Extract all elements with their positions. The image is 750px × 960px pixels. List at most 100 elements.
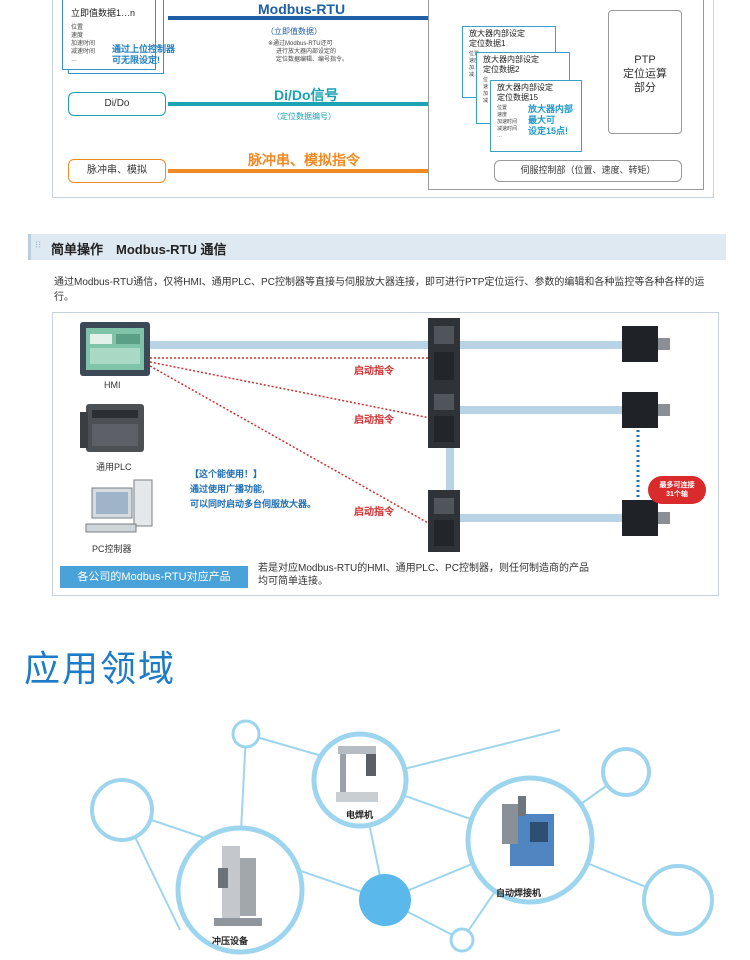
- card-title-line: 定位数据2: [483, 65, 520, 74]
- card-title-line: 放大器内部设定: [469, 29, 525, 38]
- document-field: 速度: [71, 33, 84, 39]
- servo-amplifier-2: [428, 386, 460, 448]
- document-field: 加速时间: [71, 41, 96, 47]
- section-header-bar: ⁝⁝ 简单操作 Modbus-RTU 通信: [28, 234, 726, 260]
- modbus-sub-label: （立即值数据）: [266, 27, 322, 36]
- servo-amplifier-3: [428, 490, 460, 552]
- note-line: 可以同时启动多台伺服放大器。: [190, 499, 317, 509]
- command-line-3: [149, 365, 431, 525]
- applications-network-graphic: [90, 719, 714, 955]
- card-title: 放大器内部设定 定位数据2: [483, 55, 539, 75]
- press-equipment-node: [175, 825, 305, 955]
- start-command-label-2: 启动指令: [354, 415, 394, 426]
- modbus-footnote: ※通过Modbus-RTU还可 进行放大器内部设定的 定位数据编辑、编号指令。: [268, 40, 348, 64]
- card-title-line: 放大器内部设定: [497, 83, 553, 92]
- section-title: 简单操作 Modbus-RTU 通信: [51, 242, 227, 257]
- card-title-line: 定位数据1: [469, 39, 506, 48]
- plc-icon: [80, 404, 144, 452]
- press-equipment-label: 冲压设备: [212, 936, 249, 946]
- ptp-positioning-unit: PTP 定位运算 部分: [608, 10, 682, 134]
- network-node-small: [231, 719, 261, 749]
- document-fields: 位置 速度 加速时间 减速时间 …: [71, 24, 95, 64]
- hmi-icon: [80, 322, 150, 376]
- note-line: 通过上位控制器: [112, 44, 176, 54]
- card-field: 加: [483, 91, 489, 97]
- start-command-label-3: 启动指令: [354, 507, 394, 518]
- positioning-data-card-15: 放大器内部设定 定位数据15 位置 速度 加速时间 减速时间 …: [490, 80, 582, 152]
- footnote-line: ※通过Modbus-RTU还可: [268, 41, 333, 47]
- section-dots-icon: ⁝⁝: [35, 240, 42, 251]
- compatible-products-text: 若是对应Modbus-RTU的HMI、通用PLC、PC控制器，则任何制造商的产品…: [258, 562, 589, 588]
- ptp-line: 定位运算: [623, 68, 667, 80]
- card-field: 速度: [497, 112, 508, 118]
- ptp-line: PTP: [634, 54, 656, 66]
- ptp-line: 部分: [634, 82, 656, 94]
- card-field: 减…: [469, 72, 480, 78]
- plc-label: 通用PLC: [96, 462, 132, 472]
- note-line: 放大器内部: [528, 104, 574, 114]
- servo-motor-1: [622, 326, 670, 362]
- bus-line-1: [150, 341, 670, 349]
- auto-welder-label: 自动焊接机: [496, 888, 542, 898]
- card-fields: 位置 速度 加速时间 减速时间 …: [497, 105, 517, 140]
- modbus-network-panel: [52, 312, 719, 596]
- note-line: 【这个能使用！】: [190, 469, 263, 479]
- applications-heading: 应用领域: [24, 649, 177, 690]
- start-command-label-1: 启动指令: [354, 366, 394, 377]
- card-field: …: [497, 133, 502, 139]
- pc-controller-label: PC控制器: [92, 544, 132, 554]
- immediate-data-document: 立即值数据1…n 位置 速度 加速时间 减速时间 … 通过上位控制器 可无限设定…: [62, 0, 175, 76]
- card-title: 放大器内部设定 定位数据15: [497, 83, 553, 103]
- note-line: 通过使用广播功能,: [190, 484, 265, 494]
- dido-signal-label: Di/Do信号: [274, 87, 339, 103]
- note-line: 最大可: [528, 115, 556, 125]
- card-field: 位: [483, 77, 489, 83]
- max-15-points-note: 放大器内部 最大可 设定15点!: [528, 104, 573, 137]
- section-description: 通过Modbus-RTU通信，仅将HMI、通用PLC、PC控制器等直接与伺服放大…: [54, 277, 705, 303]
- command-line-2: [149, 361, 431, 419]
- card-field: 加…: [469, 65, 480, 71]
- bus-line-2: [450, 406, 670, 414]
- document-sheet-front: 立即值数据1…n 位置 速度 加速时间 减速时间 …: [62, 0, 156, 70]
- document-title: 立即值数据1…n: [71, 8, 136, 18]
- modbus-network-diagram: [80, 318, 670, 552]
- pulse-signal-label: 脉冲串、模拟指令: [248, 152, 360, 168]
- network-node-empty: [642, 864, 714, 936]
- document-field: …: [71, 57, 77, 63]
- auto-welder-node: [465, 775, 595, 905]
- card-title-line: 定位数据15: [497, 93, 538, 102]
- welder-label: 电焊机: [346, 810, 374, 820]
- dido-source-pill: Di/Do: [68, 92, 166, 116]
- card-field: 速: [483, 84, 489, 90]
- compatible-products-tag: 各公司的Modbus-RTU对应产品: [60, 566, 248, 588]
- network-node-small: [449, 927, 475, 953]
- badge-line: 最多可连接: [659, 482, 695, 489]
- footnote-line: 定位数据编辑、编号指令。: [276, 57, 349, 63]
- network-node-filled: [359, 874, 411, 926]
- text-line: 均可简单连接。: [258, 576, 328, 587]
- servo-control-unit: 伺服控制部（位置、速度、转矩）: [494, 160, 682, 182]
- card-field: 减: [483, 98, 489, 104]
- servo-motor-2: [622, 392, 670, 428]
- servo-motor-3: [622, 500, 670, 536]
- network-node-empty: [601, 747, 651, 797]
- card-field: 位置: [469, 51, 480, 57]
- footnote-line: 进行放大器内部设定的: [276, 49, 337, 55]
- bus-trunk: [446, 350, 454, 550]
- dido-sub-label: （定位数据编号）: [272, 112, 336, 121]
- card-title: 放大器内部设定 定位数据1: [469, 29, 525, 49]
- broadcast-function-note: 【这个能使用！】 通过使用广播功能, 可以同时启动多台伺服放大器。: [190, 467, 316, 512]
- badge-line: 31个轴: [666, 491, 688, 498]
- max-axes-badge: 最多可连接 31个轴: [648, 476, 706, 504]
- card-title-line: 放大器内部设定: [483, 55, 539, 64]
- card-field: 位置: [497, 105, 508, 111]
- document-field: 减速时间: [71, 49, 96, 55]
- pc-controller-icon: [85, 479, 153, 533]
- note-line: 可无限设定!: [112, 55, 160, 65]
- welder-node: [311, 731, 409, 829]
- hmi-label: HMI: [104, 380, 121, 390]
- bus-line-3: [450, 514, 670, 522]
- card-field: 减速时间: [497, 126, 518, 132]
- card-field: 速度: [469, 58, 480, 64]
- modbus-rtu-label: Modbus-RTU: [258, 1, 346, 17]
